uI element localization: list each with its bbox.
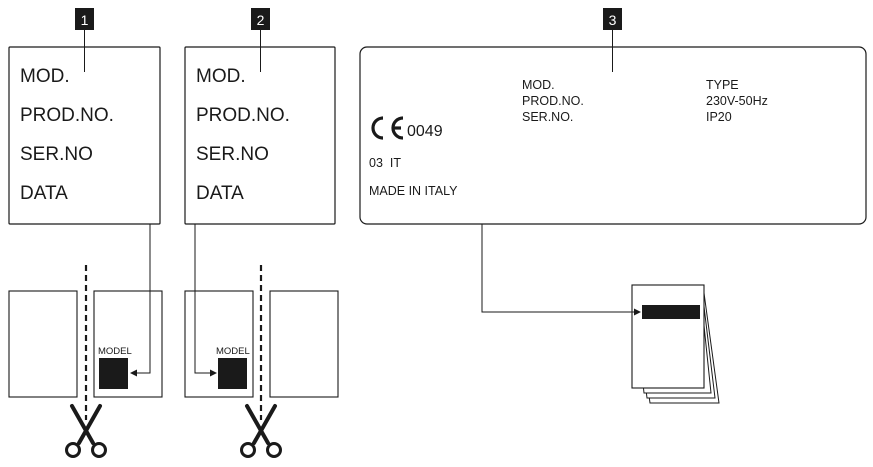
label-1-ser: SER.NO bbox=[20, 144, 93, 165]
rating-plate: 3 0049 03 IT MADE IN ITALY MOD. PROD.NO.… bbox=[359, 8, 867, 225]
plate-ip: IP20 bbox=[706, 110, 732, 124]
cut-card-1: MODEL bbox=[8, 224, 163, 420]
card-1-right-half bbox=[93, 290, 163, 398]
connector-1 bbox=[136, 224, 151, 374]
badge-1-number: 1 bbox=[81, 12, 89, 28]
badge-2-number: 2 bbox=[257, 12, 265, 28]
cut-card-2: MODEL bbox=[184, 224, 339, 420]
connector-3-arrow bbox=[634, 308, 641, 316]
manual-booklet-icon bbox=[631, 284, 720, 404]
ce-code: 0049 bbox=[407, 123, 443, 140]
badge-1 bbox=[75, 8, 94, 30]
label-2-prod: PROD.NO. bbox=[196, 105, 290, 126]
card-2-model-slot bbox=[218, 358, 247, 389]
card-2-left-half bbox=[184, 290, 254, 398]
scissors-icon bbox=[65, 404, 107, 458]
label-1-data: DATA bbox=[20, 183, 68, 204]
plate-code-line: 03 IT bbox=[369, 156, 401, 170]
label-2: 2 MOD. PROD.NO. SER.NO DATA bbox=[184, 8, 336, 225]
plate-prod: PROD.NO. bbox=[522, 94, 584, 108]
connector-3 bbox=[481, 224, 635, 313]
label-2-data: DATA bbox=[196, 183, 244, 204]
plate-mod: MOD. bbox=[522, 78, 555, 92]
badge-3 bbox=[603, 8, 622, 30]
badge-3-number: 3 bbox=[609, 12, 617, 28]
label-2-mod: MOD. bbox=[196, 66, 246, 87]
manual-front-page bbox=[631, 284, 705, 389]
connector-1-arrow bbox=[130, 369, 137, 377]
label-1-prod: PROD.NO. bbox=[20, 105, 114, 126]
plate-type: TYPE bbox=[706, 78, 739, 92]
manual-label-slot bbox=[642, 305, 700, 319]
plate-voltage: 230V-50Hz bbox=[706, 94, 768, 108]
connector-2 bbox=[194, 224, 210, 374]
card-1-model-text: MODEL bbox=[98, 346, 132, 357]
plate-made-in: MADE IN ITALY bbox=[369, 184, 458, 198]
connector-2-arrow bbox=[210, 369, 217, 377]
plate-ser: SER.NO. bbox=[522, 110, 573, 124]
card-1-left-half bbox=[8, 290, 78, 398]
card-2-model-text: MODEL bbox=[216, 346, 250, 357]
scissors-icon bbox=[240, 404, 282, 458]
label-1: 1 MOD. PROD.NO. SER.NO DATA bbox=[8, 8, 161, 225]
card-1-model-slot bbox=[99, 358, 128, 389]
badge-2 bbox=[251, 8, 270, 30]
label-1-mod: MOD. bbox=[20, 66, 70, 87]
card-2-right-half bbox=[269, 290, 339, 398]
label-2-ser: SER.NO bbox=[196, 144, 269, 165]
ce-mark-icon bbox=[371, 116, 404, 140]
